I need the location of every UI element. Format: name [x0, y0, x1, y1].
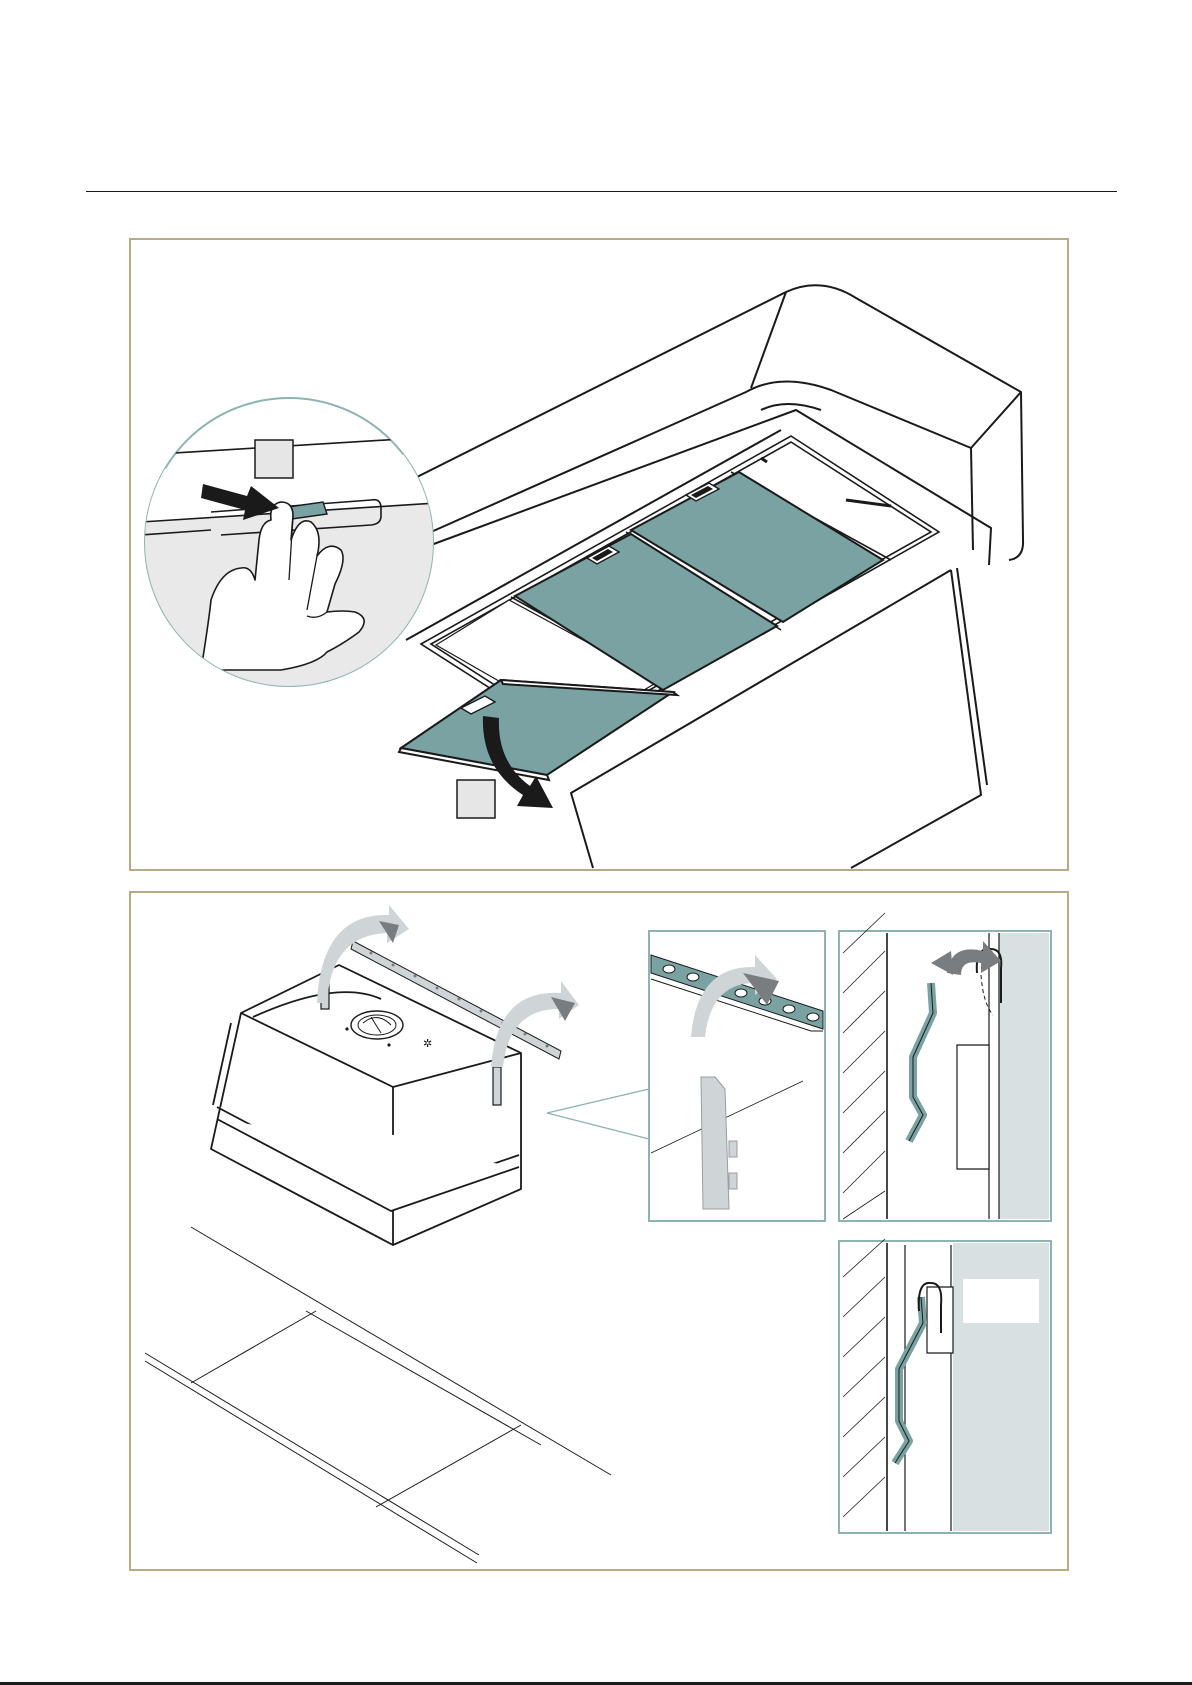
figure-filter-removal	[129, 238, 1069, 871]
hang-arrow-right-icon	[491, 981, 579, 1067]
bracket-detail-inset	[649, 931, 825, 1221]
step-box-2	[457, 780, 495, 818]
magnifier-detail	[141, 398, 451, 700]
worktop-lines	[145, 1227, 611, 1563]
zoom-connector	[547, 1089, 649, 1139]
filter-removal-illustration	[131, 240, 1067, 869]
fan-symbol-icon: ✲	[423, 1037, 432, 1050]
hook-before-inset	[839, 913, 1051, 1221]
figure-hood-mounting: ✲	[129, 891, 1069, 1571]
header-rule	[86, 191, 1117, 192]
hood-mounting-illustration: ✲	[131, 893, 1067, 1569]
hook-after-inset	[839, 1239, 1051, 1533]
step-box-1	[255, 440, 293, 478]
